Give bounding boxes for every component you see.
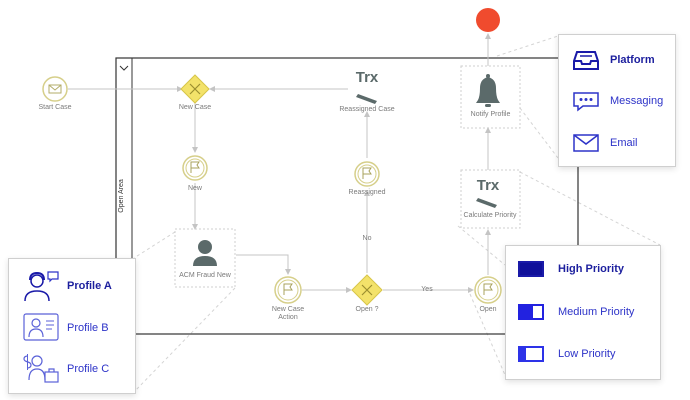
- priority-label: High Priority: [558, 263, 625, 275]
- priority-item-medium[interactable]: Medium Priority: [518, 304, 634, 320]
- profile-label: Profile C: [67, 363, 110, 375]
- user-silhouette-icon: [193, 240, 217, 266]
- trx-label: Trx: [476, 177, 500, 194]
- inbox-tray-icon: [573, 51, 599, 70]
- label-notify-profile: Notify Profile: [470, 111, 511, 118]
- event-reassigned[interactable]: [354, 161, 380, 187]
- priority-panel: High Priority Medium Priority Low Priori…: [505, 245, 661, 380]
- channels-panel: Platform Messaging Email: [558, 34, 676, 167]
- priority-swatch: [518, 304, 544, 320]
- profile-label: Profile B: [67, 322, 109, 334]
- event-open[interactable]: [474, 276, 502, 304]
- bell-icon: [476, 74, 500, 107]
- pool-open-area: [115, 57, 579, 335]
- end-event-alert[interactable]: [476, 8, 500, 32]
- gateway-new-case[interactable]: [180, 74, 210, 104]
- priority-item-low[interactable]: Low Priority: [518, 346, 615, 362]
- label-open-question: Open ?: [355, 306, 379, 313]
- label-reassigned: Reassigned: [348, 189, 386, 196]
- finance-user-icon: [23, 354, 59, 383]
- pencil-icon: [476, 198, 497, 208]
- priority-label: Low Priority: [558, 348, 616, 360]
- pencil-icon: [356, 94, 377, 104]
- gateway-open[interactable]: [351, 274, 383, 306]
- profile-item-b[interactable]: Profile B: [21, 311, 109, 345]
- task-box-notify-profile[interactable]: [460, 65, 521, 129]
- label-open: Open: [479, 306, 497, 313]
- priority-label: Medium Priority: [558, 306, 635, 318]
- profile-label: Profile A: [67, 280, 112, 292]
- label-start-case: Start Case: [38, 104, 72, 111]
- event-new[interactable]: [182, 155, 208, 181]
- label-acm-fraud: ACM Fraud New: [179, 272, 231, 279]
- envelope-icon: [573, 134, 599, 152]
- chat-bubble-icon: [573, 92, 599, 112]
- label-new-case: New Case: [178, 104, 212, 111]
- task-box-acm-fraud[interactable]: [174, 228, 236, 288]
- label-new: New: [187, 185, 202, 192]
- pool-label: Open Area: [118, 179, 125, 213]
- pool-collapse-chevron-icon[interactable]: [119, 65, 129, 71]
- channel-item-messaging[interactable]: Messaging: [571, 90, 663, 112]
- presenter-user-icon: [23, 313, 59, 341]
- channel-label: Messaging: [610, 95, 664, 107]
- event-new-case-action[interactable]: [274, 276, 302, 304]
- channel-item-email[interactable]: Email: [571, 132, 638, 154]
- channel-label: Platform: [610, 54, 655, 66]
- start-event[interactable]: [42, 76, 68, 102]
- label-edge-no: No: [362, 235, 372, 242]
- label-edge-yes: Yes: [421, 286, 433, 293]
- channel-item-platform[interactable]: Platform: [571, 49, 655, 71]
- label-reassigned-case: Reassigned Case: [339, 106, 395, 113]
- priority-swatch: [518, 346, 544, 362]
- label-calculate-priority: Calculate Priority: [463, 212, 517, 219]
- priority-swatch: [518, 261, 544, 277]
- channel-label: Email: [610, 137, 638, 149]
- task-box-calculate-priority[interactable]: [460, 169, 521, 229]
- priority-item-high[interactable]: High Priority: [518, 261, 624, 277]
- headset-user-icon: [24, 271, 59, 302]
- connectors: [68, 33, 491, 293]
- label-new-case-action: New Case Action: [271, 306, 305, 321]
- profile-item-a[interactable]: Profile A: [21, 269, 112, 303]
- profile-item-c[interactable]: Profile C: [21, 352, 109, 386]
- trx-label: Trx: [355, 69, 379, 86]
- profiles-panel: Profile A Profile B Profile C: [8, 258, 136, 394]
